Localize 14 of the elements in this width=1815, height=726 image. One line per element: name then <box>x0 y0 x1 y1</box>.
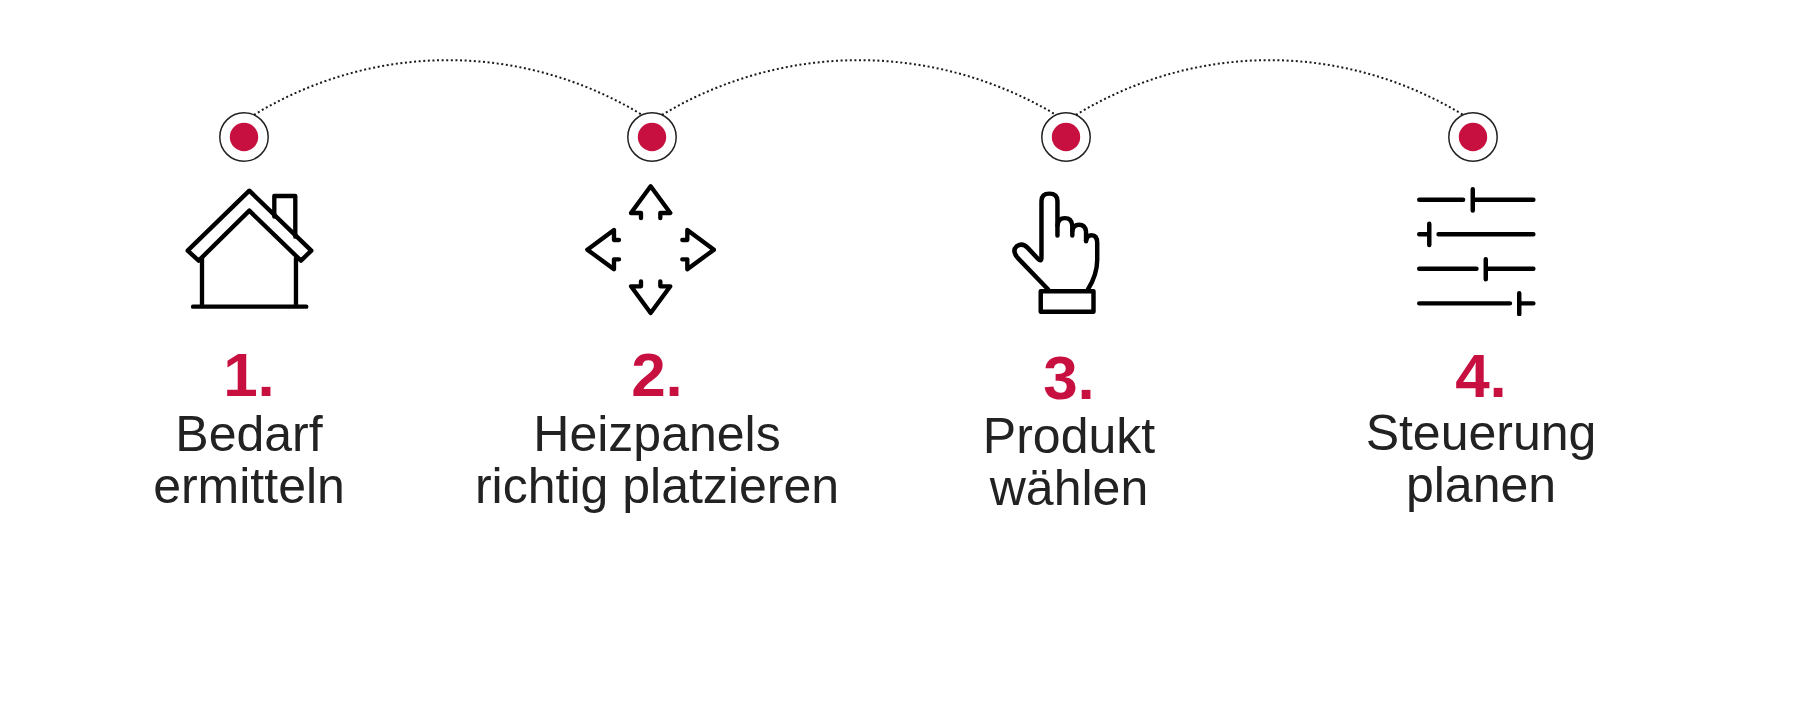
ring-dot-icon <box>627 112 677 162</box>
dotted-connector <box>252 59 644 116</box>
step-title: Heizpanels richtig platzieren <box>473 408 841 512</box>
step-number: 1. <box>223 344 275 406</box>
dotted-connector <box>1074 59 1465 116</box>
step-title: Produkt wählen <box>981 410 1157 514</box>
ring-dot-icon <box>1448 112 1498 162</box>
step-number: 2. <box>631 344 683 406</box>
step-number: 4. <box>1455 345 1507 407</box>
ring-dot-icon <box>219 112 269 162</box>
ring-dot-icon <box>1041 112 1091 162</box>
step-title: Bedarf ermitteln <box>152 408 346 512</box>
step-number: 3. <box>1043 347 1095 409</box>
step-title: Steuerung planen <box>1364 407 1598 511</box>
